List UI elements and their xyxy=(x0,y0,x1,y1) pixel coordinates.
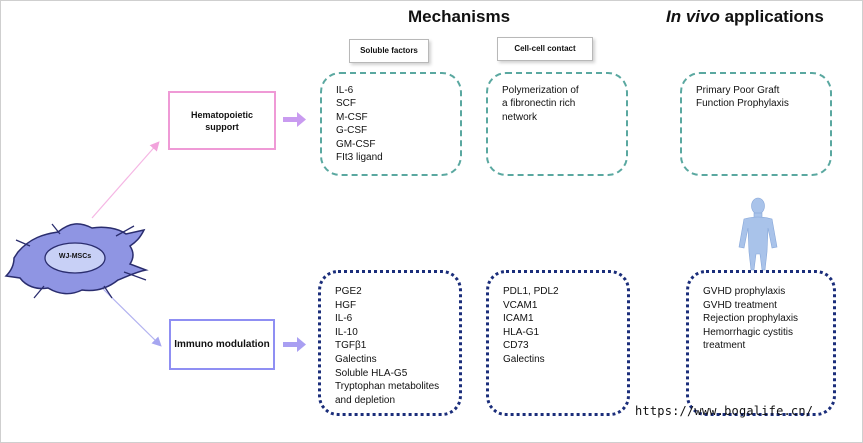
arrow-immuno xyxy=(283,337,306,352)
arrow-hematopoietic xyxy=(283,112,306,127)
list-item: IL-6 xyxy=(336,85,354,96)
list-item: HLA-G1 xyxy=(503,326,540,338)
list-item: CD73 xyxy=(503,340,529,352)
list-item: FIt3 ligand xyxy=(336,152,383,164)
list-item: VCAM1 xyxy=(503,299,538,311)
list-item: M-CSF xyxy=(336,111,368,123)
list-item: PGE2 xyxy=(335,286,362,297)
label-immuno-modulation: Immuno modulation xyxy=(169,319,275,370)
list-item: GM-CSF xyxy=(336,138,376,150)
list-item: HGF xyxy=(335,299,357,311)
tag-cell-cell-contact: Cell-cell contact xyxy=(497,37,593,61)
list-item: treatment xyxy=(703,340,746,352)
list-item: IL-10 xyxy=(335,326,358,338)
list-item: SCF xyxy=(336,98,356,110)
box-hema-in-vivo: Primary Poor Graft Function Prophylaxis xyxy=(680,72,832,176)
connector-to-immuno xyxy=(95,281,162,347)
connector-to-hematopoietic xyxy=(91,141,160,219)
list-item: IL-6 xyxy=(335,313,353,325)
list-item: TGFβ1 xyxy=(335,340,367,352)
list-item: G-CSF xyxy=(336,125,368,137)
label-hematopoietic-line1: Hematopoietic xyxy=(190,109,253,120)
human-figure-icon xyxy=(738,197,778,271)
list-item: a fibronectin rich xyxy=(502,98,576,110)
list-item: GVHD prophylaxis xyxy=(703,286,786,297)
list-item: and depletion xyxy=(335,394,396,406)
list-item: network xyxy=(502,111,538,123)
cell-label: WJ-MSCs xyxy=(58,253,92,260)
list-item: PDL1, PDL2 xyxy=(503,286,559,297)
tag-soluble-factors: Soluble factors xyxy=(349,39,429,63)
list-item: Function Prophylaxis xyxy=(696,98,789,110)
heading-mechanisms: Mechanisms xyxy=(408,7,511,26)
box-immuno-cell-contact: PDL1, PDL2 VCAM1 ICAM1 HLA-G1 CD73 Galec… xyxy=(486,270,630,416)
list-item: Galectins xyxy=(335,353,377,365)
list-item: Galectins xyxy=(503,353,545,365)
list-item: Primary Poor Graft xyxy=(696,85,780,96)
list-item: ICAM1 xyxy=(503,313,534,325)
box-immuno-in-vivo: GVHD prophylaxis GVHD treatment Rejectio… xyxy=(686,270,836,416)
list-item: Tryptophan metabolites xyxy=(335,381,440,393)
list-item: Rejection prophylaxis xyxy=(703,313,799,325)
heading-in-vivo-italic: In vivo xyxy=(666,7,720,26)
box-hema-soluble-factors: IL-6 SCF M-CSF G-CSF GM-CSF FIt3 ligand xyxy=(320,72,462,176)
heading-applications: applications xyxy=(719,7,824,26)
watermark: https://www.bogalife.cn/ xyxy=(635,404,814,418)
box-hema-cell-contact: Polymerization of a fibronectin rich net… xyxy=(486,72,628,176)
list-item: Polymerization of xyxy=(502,85,579,96)
list-item: Soluble HLA-G5 xyxy=(335,367,408,379)
heading-in-vivo-applications: In vivo applications xyxy=(666,7,824,27)
list-item: GVHD treatment xyxy=(703,299,777,311)
label-hematopoietic-line2: support xyxy=(205,121,239,132)
msc-cell-icon xyxy=(4,223,149,299)
list-item: Hemorrhagic cystitis xyxy=(703,326,794,338)
box-immuno-soluble-factors: PGE2 HGF IL-6 IL-10 TGFβ1 Galectins Solu… xyxy=(318,270,462,416)
